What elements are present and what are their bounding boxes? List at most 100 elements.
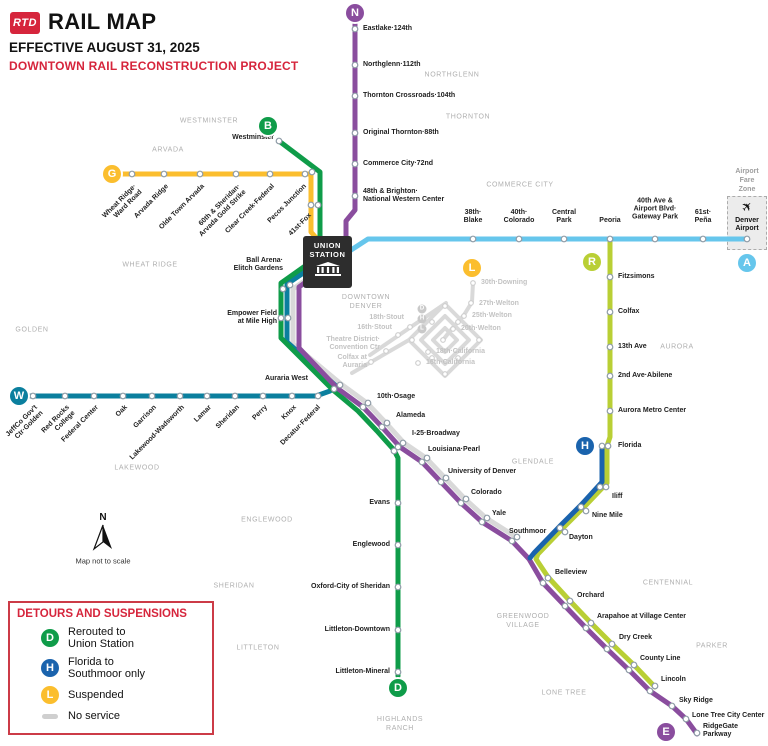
station-dot	[288, 392, 296, 400]
line-badge-e: E	[657, 723, 675, 741]
station-dot-suspended	[415, 360, 421, 366]
union-station-box: UNION STATION	[303, 236, 352, 288]
station-dot	[457, 499, 465, 507]
station-label: Fitzsimons	[618, 273, 655, 281]
station-label: Sky Ridge	[679, 697, 713, 705]
station-label: Aurora Metro Center	[618, 407, 687, 415]
region-label: ARVADA	[152, 146, 184, 154]
station-dot	[602, 483, 610, 491]
station-dot-suspended	[395, 332, 401, 338]
station-dot	[301, 170, 309, 178]
station-dot	[743, 235, 751, 243]
station-dot	[646, 687, 654, 695]
station-dot-suspended	[455, 319, 461, 325]
line-e-line	[296, 254, 700, 737]
station-dot-suspended	[442, 303, 448, 309]
station-label: Orchard	[577, 592, 605, 600]
station-label: Eastlake·124th	[363, 25, 413, 33]
station-dot	[232, 170, 240, 178]
line-badge-a: A	[738, 254, 756, 272]
station-label: Englewood	[352, 541, 390, 549]
station-dot	[606, 273, 614, 281]
station-dot	[176, 392, 184, 400]
station-label: Southmoor	[509, 528, 547, 536]
station-label: Commerce City·72nd	[363, 160, 434, 168]
station-dot	[277, 314, 285, 322]
station-dot	[394, 443, 402, 451]
station-label: Arapahoe at Village Center	[597, 613, 686, 621]
airport-fare-zone-label: Airport Fare Zone	[735, 167, 759, 193]
station-dot-suspended	[429, 319, 435, 325]
station-label: Belleview	[555, 569, 587, 577]
station-label: Alameda	[396, 412, 426, 420]
station-dot	[394, 583, 402, 591]
station-dot	[307, 201, 315, 209]
station-dot-suspended	[368, 359, 374, 365]
station-dot-suspended	[407, 324, 413, 330]
station-dot	[603, 645, 611, 653]
station-label: RidgeGate Parkway	[703, 723, 739, 738]
station-label: Iliff	[612, 493, 623, 501]
station-dot	[598, 442, 606, 450]
station-dot	[469, 235, 477, 243]
station-dot	[383, 419, 391, 427]
line-a-line	[345, 236, 750, 255]
legend-badge-d: D	[41, 629, 59, 648]
station-dot	[394, 541, 402, 549]
station-dot	[544, 574, 552, 582]
station-dot	[286, 281, 294, 289]
station-label: 48th & Brighton· National Western Center	[363, 188, 445, 203]
station-label: Central Park	[551, 209, 577, 224]
station-label: Littleton-Mineral	[335, 668, 390, 676]
station-dot	[561, 602, 569, 610]
station-dot	[61, 392, 69, 400]
station-dot	[394, 499, 402, 507]
line-r-line	[533, 236, 658, 690]
station-label: Lincoln	[661, 676, 686, 684]
station-dot	[390, 447, 398, 455]
station-dot	[128, 170, 136, 178]
station-dot-suspended	[409, 337, 415, 343]
station-label: Peoria	[599, 217, 621, 225]
station-dot-suspended	[425, 349, 431, 355]
station-dot	[378, 423, 386, 431]
downtown-mini-badge-h: H	[417, 314, 427, 324]
station-label: Dayton	[569, 534, 593, 542]
legend-title: DETOURS AND SUSPENSIONS	[17, 608, 187, 620]
station-label: Thornton Crossroads·104th	[363, 92, 456, 100]
station-dot	[478, 518, 486, 526]
region-label: CENTENNIAL	[642, 579, 694, 587]
station-label: 10th·Osage	[377, 393, 416, 401]
line-badge-n: N	[346, 4, 364, 22]
rtd-logo: RTD	[10, 12, 40, 34]
station-dot	[630, 661, 638, 669]
station-label: Colfax	[618, 308, 640, 316]
station-label: 16th·Stout	[357, 324, 392, 332]
line-badge-h: H	[576, 437, 594, 455]
legend-item-text: No service	[68, 710, 120, 723]
line-badge-g: G	[103, 165, 121, 183]
station-dot	[351, 160, 359, 168]
station-dot	[336, 381, 344, 389]
station-label: Oxford-City of Sheridan	[311, 583, 390, 591]
station-dot	[29, 392, 37, 400]
station-dot	[364, 399, 372, 407]
legend-badge-l: L	[41, 686, 59, 705]
compass: N	[90, 512, 116, 556]
region-label: AURORA	[660, 343, 694, 351]
station-dot	[442, 474, 450, 482]
line-badge-b: B	[259, 117, 277, 135]
station-dot	[606, 372, 614, 380]
station-dot	[625, 666, 633, 674]
station-label: 18th·California	[436, 348, 486, 356]
station-label: Ball Arena· Elitch Gardens	[233, 257, 283, 272]
station-label: 2nd Ave·Abilene	[618, 372, 673, 380]
station-dot	[606, 235, 614, 243]
station-dot	[308, 168, 316, 176]
station-dot	[399, 439, 407, 447]
station-dot	[231, 392, 239, 400]
station-dot	[606, 407, 614, 415]
